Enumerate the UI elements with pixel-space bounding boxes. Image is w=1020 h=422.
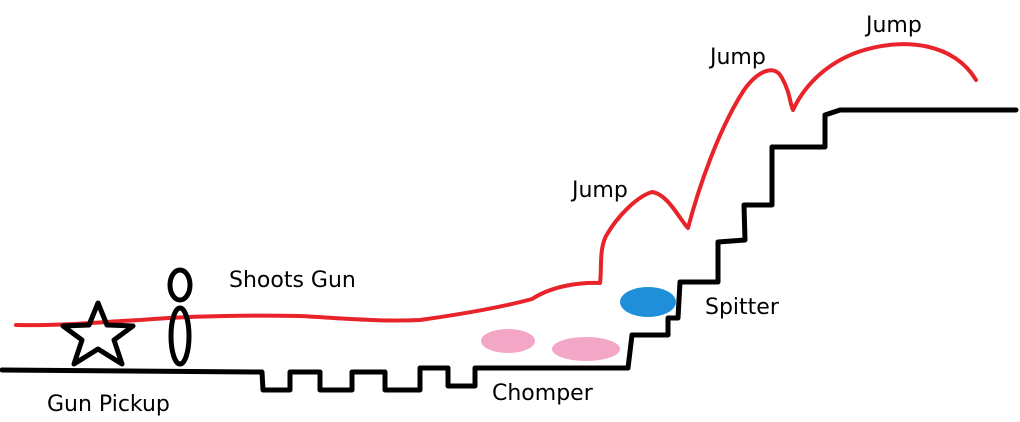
shoots-gun-label: Shoots Gun [229, 268, 356, 293]
jump-label-3: Jump [866, 13, 922, 38]
chomper-blob [552, 337, 620, 361]
chomper-label: Chomper [492, 381, 593, 406]
spitter-label: Spitter [705, 295, 779, 320]
player-path [14, 42, 978, 328]
chomper-blob [481, 329, 535, 353]
stick-figure-icon [167, 267, 193, 367]
spitter-enemy [620, 287, 676, 317]
stick-figure-body [168, 305, 192, 367]
gun-pickup-label: Gun Pickup [47, 392, 170, 417]
jump-label-2: Jump [710, 45, 766, 70]
jump-label-1: Jump [572, 178, 628, 203]
stick-figure-head [167, 267, 193, 303]
chomper-enemies [481, 329, 620, 361]
terrain-line [0, 107, 1019, 393]
star-icon [60, 300, 136, 367]
